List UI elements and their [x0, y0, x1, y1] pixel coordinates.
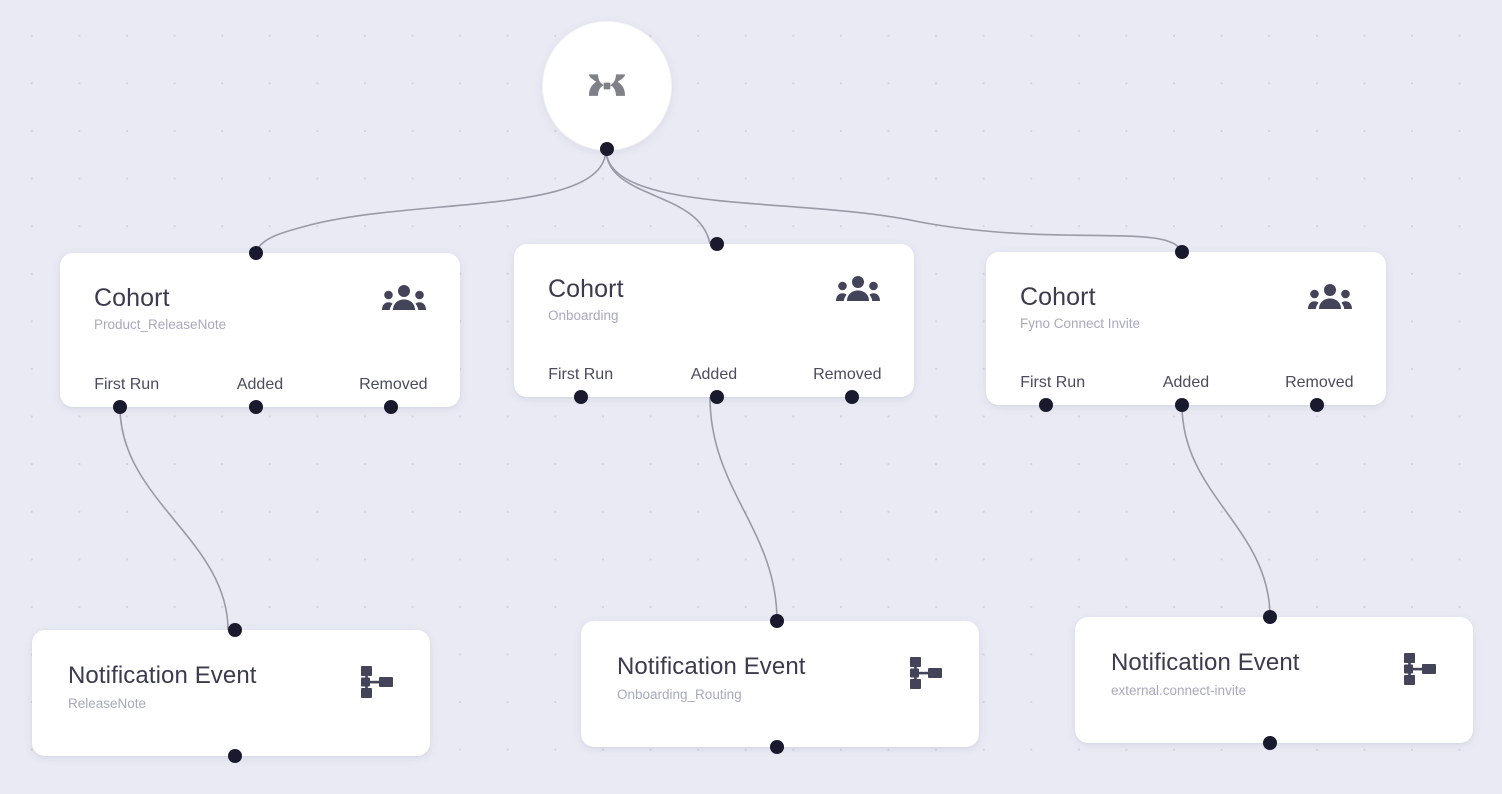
- cohort-node-3[interactable]: Cohort Fyno Connect Invite First Run Add: [986, 245, 1386, 412]
- cohort-port-added[interactable]: Added: [1119, 374, 1252, 392]
- port-label: First Run: [548, 366, 614, 383]
- notification-title: Notification Event: [1111, 649, 1300, 676]
- notification-node-3[interactable]: Notification Event external.connect-invi…: [1075, 610, 1473, 750]
- port-label: Removed: [359, 376, 428, 393]
- notification-input-port[interactable]: [770, 614, 784, 628]
- cohort-output-port-first-run[interactable]: [113, 400, 127, 414]
- cohort-subtitle: Onboarding: [548, 308, 619, 323]
- notification-input-port[interactable]: [228, 623, 242, 637]
- cohort-title: Cohort: [94, 284, 170, 312]
- edge-cohort-3-added-to-notification-3: [1181, 404, 1271, 618]
- sitemap-icon: [361, 666, 393, 698]
- notification-node-2[interactable]: Notification Event Onboarding_Routing: [581, 614, 979, 754]
- cohort-title: Cohort: [548, 275, 624, 303]
- port-label: Removed: [1285, 374, 1354, 391]
- port-label: Added: [690, 366, 738, 383]
- cohort-subtitle: Fyno Connect Invite: [1020, 316, 1141, 331]
- edge-root-to-cohort-1: [255, 148, 607, 254]
- notification-node-1[interactable]: Notification Event ReleaseNote: [32, 623, 430, 763]
- edge-root-to-cohort-3: [605, 148, 1183, 253]
- cohort-input-port[interactable]: [249, 246, 263, 260]
- cohort-input-port[interactable]: [710, 237, 724, 251]
- edge-root-to-cohort-2: [605, 148, 711, 245]
- fyno-x-logo-icon: [588, 74, 626, 96]
- sitemap-icon: [910, 657, 942, 689]
- cohort-port-first-run[interactable]: First Run: [60, 376, 193, 394]
- cohort-output-port-added[interactable]: [710, 390, 724, 404]
- cohort-subtitle: Product_ReleaseNote: [94, 317, 227, 332]
- notification-title: Notification Event: [617, 653, 806, 680]
- notification-title: Notification Event: [68, 662, 257, 689]
- cohort-output-port-first-run[interactable]: [574, 390, 588, 404]
- notification-output-port[interactable]: [770, 740, 784, 754]
- cohort-ports-row: First Run Added Removed: [986, 374, 1386, 392]
- people-group-icon: [1308, 284, 1352, 309]
- cohort-output-port-added[interactable]: [1175, 398, 1189, 412]
- cohort-output-port-added[interactable]: [249, 400, 263, 414]
- notification-output-port[interactable]: [228, 749, 242, 763]
- cohort-output-port-removed[interactable]: [1310, 398, 1324, 412]
- cohort-port-added[interactable]: Added: [193, 376, 326, 394]
- port-label: Removed: [813, 366, 882, 383]
- cohort-node-1[interactable]: Cohort Product_ReleaseNote First Run Add: [60, 246, 460, 414]
- notification-input-port[interactable]: [1263, 610, 1277, 624]
- cohort-port-first-run[interactable]: First Run: [514, 366, 647, 384]
- notification-subtitle: ReleaseNote: [68, 696, 147, 711]
- cohort-port-added[interactable]: Added: [647, 366, 780, 384]
- cohort-port-removed[interactable]: Removed: [781, 366, 914, 384]
- cohort-port-removed[interactable]: Removed: [1253, 374, 1386, 392]
- people-group-icon: [382, 285, 426, 310]
- cohort-node-2[interactable]: Cohort Onboarding First Run Added: [514, 237, 914, 404]
- port-label: First Run: [1020, 374, 1086, 391]
- root-node[interactable]: [543, 22, 671, 156]
- root-output-port[interactable]: [600, 142, 614, 156]
- notification-output-port[interactable]: [1263, 736, 1277, 750]
- edge-cohort-1-firstrun-to-notification-1: [119, 406, 229, 631]
- edge-cohort-2-added-to-notification-2: [709, 396, 778, 622]
- port-label: First Run: [94, 376, 160, 393]
- cohort-output-port-removed[interactable]: [845, 390, 859, 404]
- cohort-output-port-removed[interactable]: [384, 400, 398, 414]
- people-group-icon: [836, 276, 880, 301]
- port-label: Added: [1162, 374, 1210, 391]
- cohort-input-port[interactable]: [1175, 245, 1189, 259]
- cohort-ports-row: First Run Added Removed: [60, 376, 460, 394]
- notification-subtitle: Onboarding_Routing: [617, 687, 742, 702]
- port-label: Added: [236, 376, 284, 393]
- cohort-ports-row: First Run Added Removed: [514, 366, 914, 384]
- cohort-port-first-run[interactable]: First Run: [986, 374, 1119, 392]
- cohort-port-removed[interactable]: Removed: [327, 376, 460, 394]
- notification-subtitle: external.connect-invite: [1111, 683, 1247, 698]
- sitemap-icon: [1404, 653, 1436, 685]
- cohort-title: Cohort: [1020, 283, 1096, 311]
- cohort-output-port-first-run[interactable]: [1039, 398, 1053, 412]
